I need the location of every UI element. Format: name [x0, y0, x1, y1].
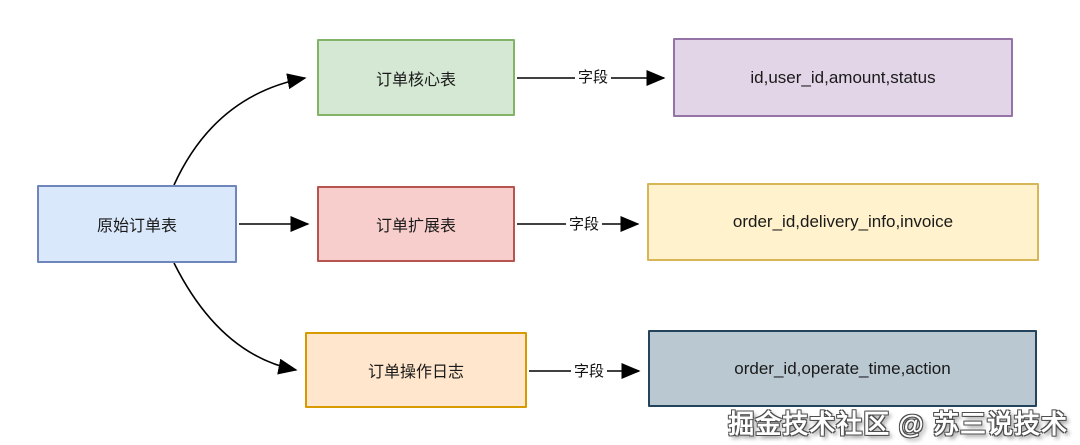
core-table-node: 订单核心表: [317, 39, 515, 116]
field-edge-label-core: 字段: [574, 69, 612, 87]
core-table-label: 订单核心表: [375, 71, 456, 89]
extension-fields-label: order_id,delivery_info,invoice: [732, 212, 954, 231]
core-fields-node: id,user_id,amount,status: [673, 38, 1013, 117]
field-edge-label-extension: 字段: [565, 216, 603, 234]
field-edge-label-log: 字段: [570, 363, 608, 381]
watermark-text: 掘金技术社区 @ 苏三说技术: [728, 409, 1068, 439]
extension-table-label: 订单扩展表: [375, 218, 456, 235]
edge-source-to-core-table: [173, 73, 307, 186]
log-fields-label: order_id,operate_time,action: [734, 358, 951, 378]
edge-source-to-log-table: [173, 262, 298, 375]
source-table-label: 原始订单表: [96, 218, 177, 235]
source-table-node: 原始订单表: [37, 185, 237, 263]
core-fields-label: id,user_id,amount,status: [750, 67, 936, 87]
log-table-node: 订单操作日志: [305, 332, 527, 408]
log-table-label: 订单操作日志: [367, 364, 464, 381]
log-fields-node: order_id,operate_time,action: [648, 330, 1037, 407]
extension-table-node: 订单扩展表: [317, 186, 515, 262]
extension-fields-node: order_id,delivery_info,invoice: [647, 183, 1039, 261]
